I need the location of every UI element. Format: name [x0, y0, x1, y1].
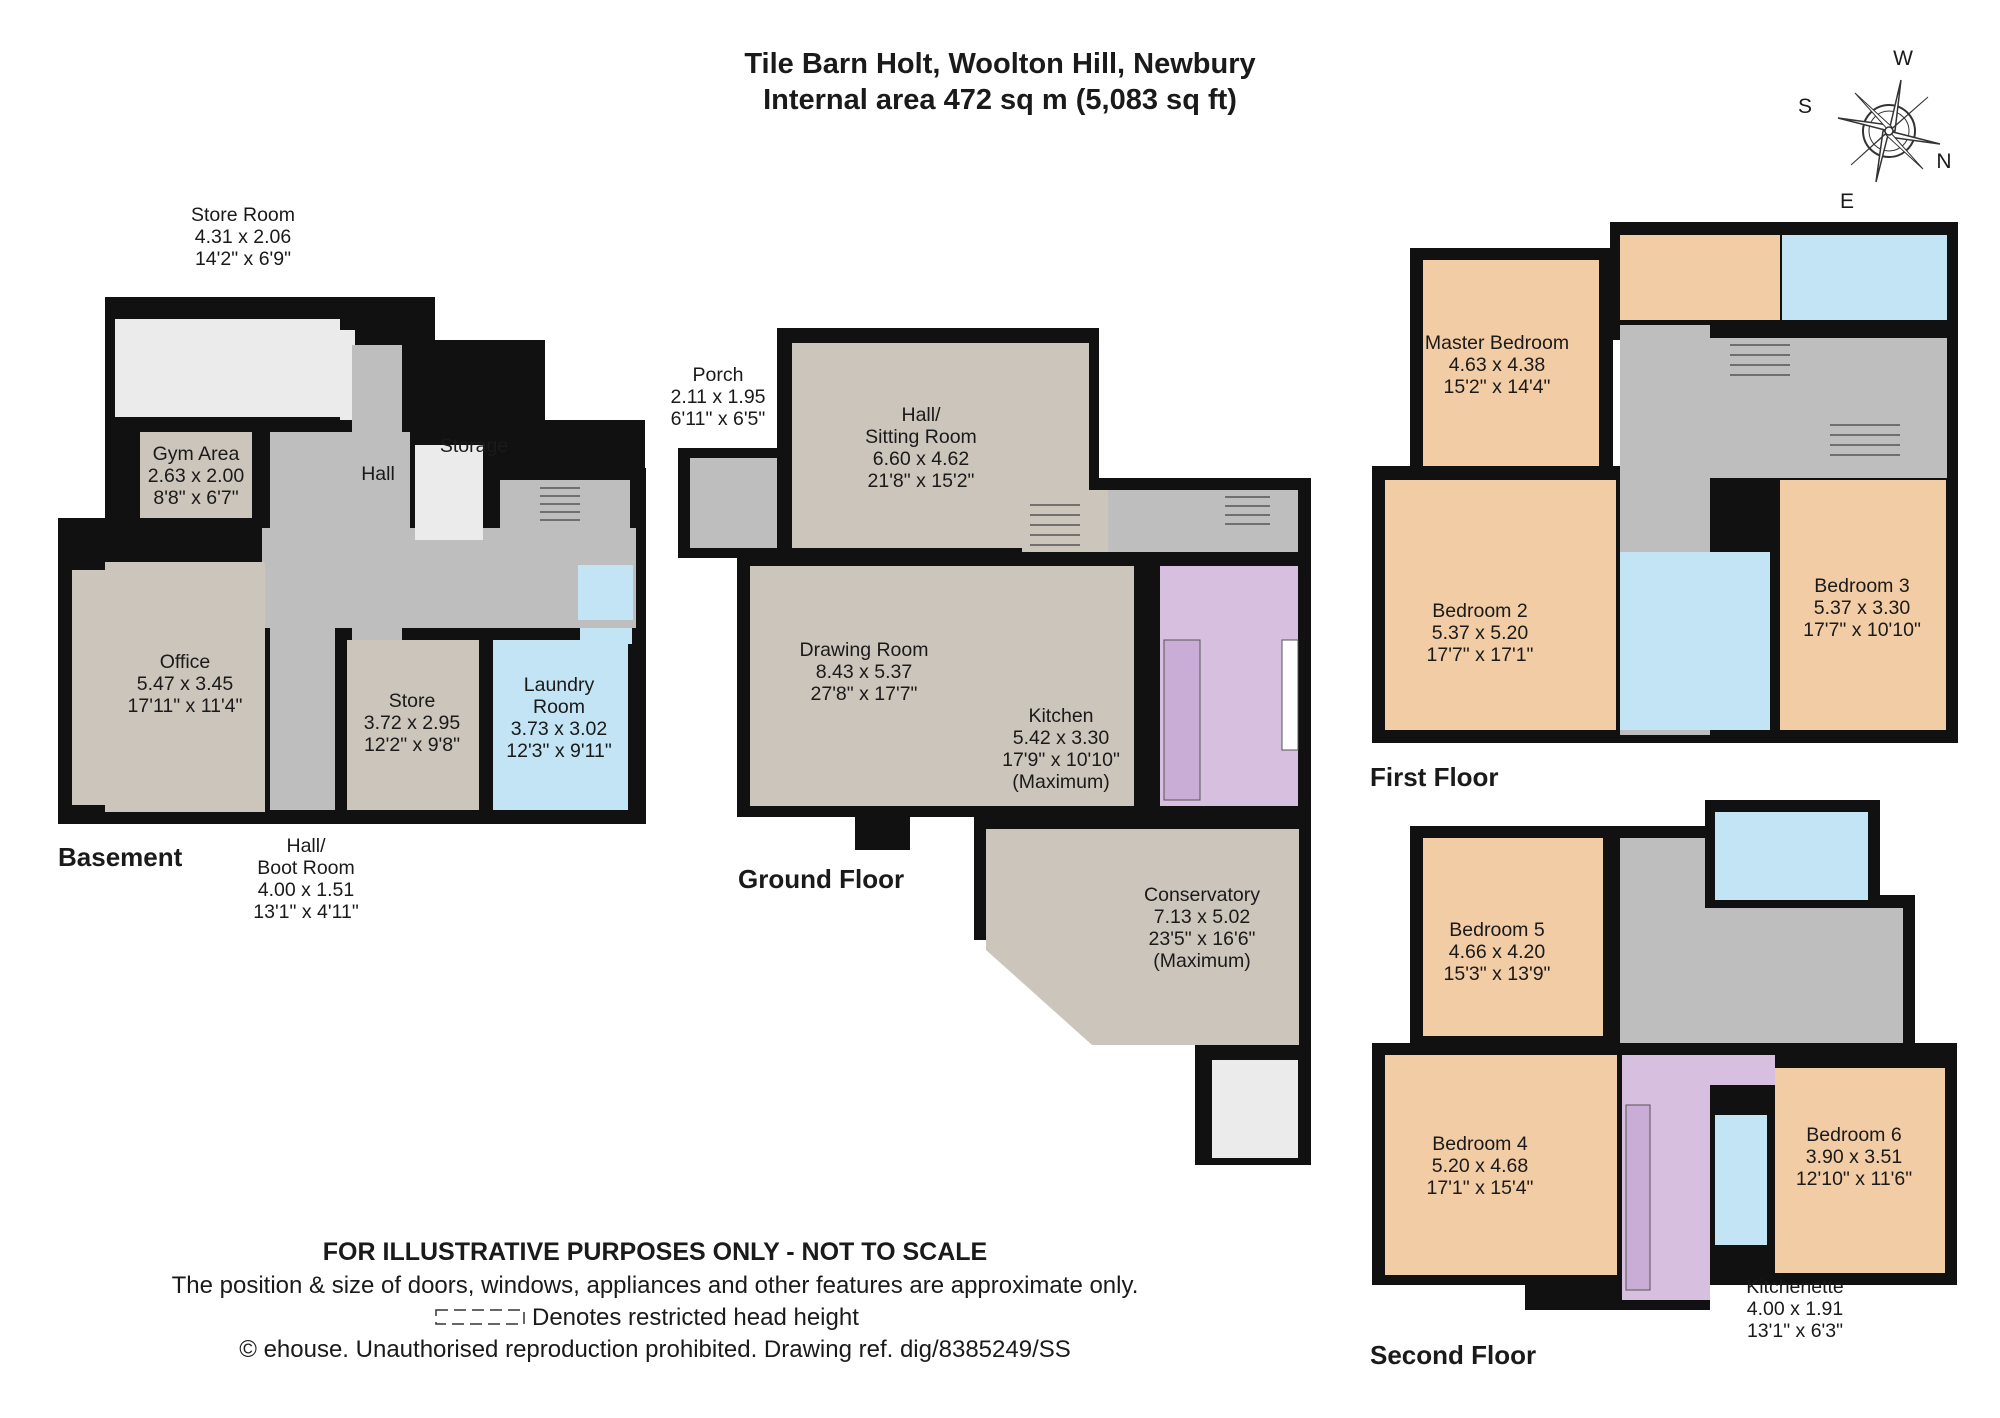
ground-floor-labels: Porch 2.11 x 1.95 6'11" x 6'5" Hall/ Sit…	[670, 364, 1260, 972]
compass-rose-icon	[1837, 79, 1941, 183]
room-name-master-bedroom: Master Bedroom	[1425, 332, 1569, 354]
svg-text:21'8" x 15'2": 21'8" x 15'2"	[868, 470, 975, 492]
svg-text:3.72 x 2.95: 3.72 x 2.95	[364, 712, 461, 734]
svg-text:(Maximum): (Maximum)	[1012, 771, 1110, 793]
svg-text:12'3" x 9'11": 12'3" x 9'11"	[506, 740, 612, 762]
svg-text:14'2" x 6'9": 14'2" x 6'9"	[195, 248, 291, 270]
room-name-porch: Porch	[693, 364, 744, 386]
room-name-bedroom-6: Bedroom 6	[1806, 1124, 1901, 1146]
svg-text:17'9" x 10'10": 17'9" x 10'10"	[1002, 749, 1120, 771]
svg-text:6'11" x 6'5": 6'11" x 6'5"	[671, 408, 766, 430]
svg-text:17'7" x 10'10": 17'7" x 10'10"	[1803, 619, 1921, 641]
svg-text:7.13 x 5.02: 7.13 x 5.02	[1154, 906, 1251, 928]
room-name-bedroom-5: Bedroom 5	[1449, 919, 1545, 941]
room-name-kitchen: Kitchen	[1028, 705, 1093, 727]
svg-text:12'10" x 11'6": 12'10" x 11'6"	[1796, 1168, 1912, 1190]
plan-subtitle: Internal area 472 sq m (5,083 sq ft)	[763, 84, 1237, 116]
disclaimer-line-3: © ehouse. Unauthorised reproduction proh…	[239, 1336, 1071, 1363]
disclaimer-line-1: The position & size of doors, windows, a…	[172, 1272, 1139, 1299]
svg-text:4.63 x 4.38: 4.63 x 4.38	[1449, 354, 1546, 376]
svg-text:17'7" x 17'1": 17'7" x 17'1"	[1427, 644, 1534, 666]
svg-text:8.43 x 5.37: 8.43 x 5.37	[816, 661, 913, 683]
svg-text:5.20 x 4.68: 5.20 x 4.68	[1432, 1155, 1529, 1177]
room-name-sitting-room: Hall/	[901, 404, 941, 426]
compass-west-label: W	[1893, 47, 1913, 70]
room-name-storage: Storage	[440, 435, 508, 457]
svg-text:23'5" x 16'6": 23'5" x 16'6"	[1149, 928, 1256, 950]
svg-text:5.37 x 5.20: 5.37 x 5.20	[1432, 622, 1529, 644]
basement-plan	[58, 297, 646, 824]
first-floor-plan	[1372, 222, 1958, 743]
svg-text:Boot Room: Boot Room	[257, 857, 355, 879]
compass-east-label: E	[1840, 190, 1854, 213]
compass-south-label: S	[1798, 95, 1812, 118]
ground-floor-plan	[678, 328, 1311, 1165]
svg-text:13'1" x 4'11": 13'1" x 4'11"	[253, 901, 359, 923]
svg-text:4.00 x 1.51: 4.00 x 1.51	[258, 879, 355, 901]
plan-title: Tile Barn Holt, Woolton Hill, Newbury	[744, 48, 1255, 80]
svg-text:5.42 x 3.30: 5.42 x 3.30	[1013, 727, 1110, 749]
svg-text:Sitting Room: Sitting Room	[865, 426, 977, 448]
svg-text:15'3" x 13'9": 15'3" x 13'9"	[1444, 963, 1551, 985]
room-name-kitchenette: Kitchenette	[1746, 1276, 1844, 1298]
room-name-office: Office	[160, 651, 211, 673]
svg-text:4.66 x 4.20: 4.66 x 4.20	[1449, 941, 1546, 963]
svg-text:3.73 x 3.02: 3.73 x 3.02	[511, 718, 608, 740]
floor-label-basement: Basement	[58, 842, 183, 872]
svg-text:(Maximum): (Maximum)	[1153, 950, 1251, 972]
svg-text:2.63 x 2.00: 2.63 x 2.00	[148, 465, 245, 487]
svg-text:4.31 x 2.06: 4.31 x 2.06	[195, 226, 292, 248]
svg-text:5.37 x 3.30: 5.37 x 3.30	[1814, 597, 1911, 619]
svg-text:12'2" x 9'8": 12'2" x 9'8"	[364, 734, 460, 756]
room-name-hall-basement: Hall	[361, 463, 395, 485]
svg-text:5.47 x 3.45: 5.47 x 3.45	[137, 673, 234, 695]
svg-text:6.60 x 4.62: 6.60 x 4.62	[873, 448, 970, 470]
disclaimer-heading: FOR ILLUSTRATIVE PURPOSES ONLY - NOT TO …	[323, 1238, 987, 1266]
disclaimer-line-2: Denotes restricted head height	[532, 1304, 859, 1331]
basement-labels: Store Room 4.31 x 2.06 14'2" x 6'9" Gym …	[58, 204, 612, 923]
room-name-bedroom-4: Bedroom 4	[1432, 1133, 1528, 1155]
room-name-gym-area: Gym Area	[153, 443, 240, 465]
disclaimer: FOR ILLUSTRATIVE PURPOSES ONLY - NOT TO …	[172, 1238, 1139, 1363]
room-name-store-room: Store Room	[191, 204, 295, 226]
svg-text:15'2" x 14'4": 15'2" x 14'4"	[1444, 376, 1551, 398]
second-floor-plan	[1372, 800, 1957, 1310]
floor-label-first: First Floor	[1370, 762, 1499, 792]
svg-text:27'8" x 17'7": 27'8" x 17'7"	[811, 683, 918, 705]
svg-text:8'8" x 6'7": 8'8" x 6'7"	[153, 487, 238, 509]
svg-text:2.11 x 1.95: 2.11 x 1.95	[670, 386, 765, 408]
room-name-conservatory: Conservatory	[1144, 884, 1260, 906]
svg-text:3.90 x 3.51: 3.90 x 3.51	[1806, 1146, 1903, 1168]
compass-north-label: N	[1936, 150, 1951, 173]
restricted-head-height-key-icon	[435, 1309, 525, 1325]
svg-text:Room: Room	[533, 696, 585, 718]
room-name-bedroom-2: Bedroom 2	[1432, 600, 1527, 622]
floor-label-second: Second Floor	[1370, 1340, 1536, 1370]
room-name-boot-room: Hall/	[286, 835, 326, 857]
room-name-bedroom-3: Bedroom 3	[1814, 575, 1909, 597]
floor-label-ground: Ground Floor	[738, 864, 904, 894]
svg-text:4.00 x 1.91: 4.00 x 1.91	[1747, 1298, 1844, 1320]
svg-text:17'11" x 11'4": 17'11" x 11'4"	[128, 695, 243, 717]
svg-text:17'1" x 15'4": 17'1" x 15'4"	[1427, 1177, 1534, 1199]
room-name-store: Store	[389, 690, 436, 712]
room-name-laundry-room: Laundry	[524, 674, 595, 696]
room-name-drawing-room: Drawing Room	[800, 639, 929, 661]
svg-text:13'1" x 6'3": 13'1" x 6'3"	[1747, 1320, 1843, 1342]
second-floor-labels: Bedroom 5 4.66 x 4.20 15'3" x 13'9" Bedr…	[1370, 919, 1912, 1370]
first-floor-labels: Master Bedroom 4.63 x 4.38 15'2" x 14'4"…	[1370, 332, 1921, 792]
